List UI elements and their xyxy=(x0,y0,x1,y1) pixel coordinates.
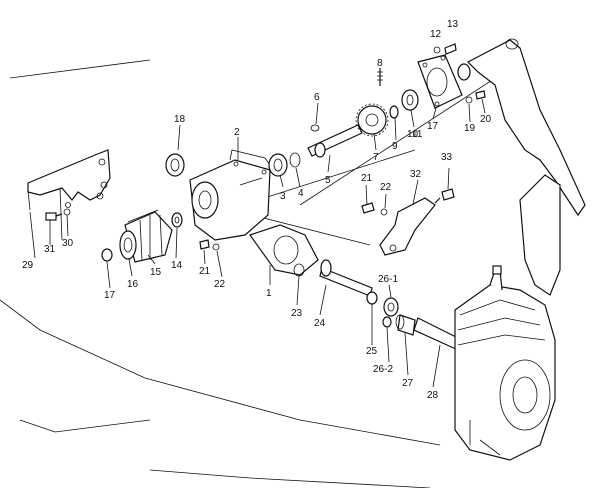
label-part-29: 29 xyxy=(22,260,34,271)
bearing-part-10 xyxy=(401,89,419,111)
label-part-27: 27 xyxy=(402,378,414,389)
bolt-part-33 xyxy=(434,188,455,204)
seal-part-18 xyxy=(165,153,185,177)
label-part-22-bottom: 22 xyxy=(214,279,226,290)
label-part-12: 12 xyxy=(430,29,442,40)
bolt-part-31 xyxy=(45,212,63,221)
label-part-14: 14 xyxy=(171,260,183,271)
label-part-3: 3 xyxy=(280,191,286,202)
label-part-32: 32 xyxy=(410,169,422,180)
washer-part-4 xyxy=(289,152,301,168)
washer-part-30 xyxy=(63,202,71,216)
label-part-5: 5 xyxy=(325,175,331,186)
leader-lines xyxy=(29,98,486,388)
label-part-20: 20 xyxy=(480,114,492,125)
shaft-part-24 xyxy=(319,259,373,297)
label-part-15: 15 xyxy=(150,267,162,278)
label-part-11: 11 xyxy=(412,129,423,140)
label-part-31: 31 xyxy=(44,244,56,255)
label-part-7: 7 xyxy=(373,152,379,163)
washer-part-22-top xyxy=(380,208,388,216)
gasket-part-1 xyxy=(249,224,319,276)
label-part-24: 24 xyxy=(314,318,326,329)
washer-part-9 xyxy=(389,105,399,119)
bolt-part-21-top xyxy=(361,202,375,214)
label-part-22-top: 22 xyxy=(380,182,392,193)
engine-assembly xyxy=(454,265,556,461)
label-part-17-left: 17 xyxy=(104,290,116,301)
clutch-shoe-part-16 xyxy=(119,230,137,260)
label-part-26-1: 26-1 xyxy=(378,274,398,285)
label-part-19: 19 xyxy=(464,123,476,134)
lever-part-32 xyxy=(379,197,436,256)
gear-case-part-2 xyxy=(189,149,276,241)
pin-part-8 xyxy=(377,68,383,86)
label-part-25: 25 xyxy=(366,346,378,357)
nut-part-17-left xyxy=(101,248,113,262)
label-part-18: 18 xyxy=(174,114,186,125)
label-part-21-top: 21 xyxy=(361,173,373,184)
bolt-part-13 xyxy=(444,43,457,55)
seal-part-26-2 xyxy=(382,316,392,328)
label-part-28: 28 xyxy=(427,390,439,401)
bearing-part-26-1 xyxy=(383,297,399,317)
label-part-26-2: 26-2 xyxy=(373,364,393,375)
bracket-part-29 xyxy=(27,149,111,241)
washer-part-14 xyxy=(171,212,183,228)
label-part-21-bottom: 21 xyxy=(199,266,211,277)
handle-tube xyxy=(466,38,586,296)
guide-lines xyxy=(0,59,521,488)
label-part-17-right: 17 xyxy=(427,121,439,132)
label-part-8: 8 xyxy=(377,58,383,69)
shaft-part-5 xyxy=(307,124,363,158)
label-part-10: 10 xyxy=(407,129,419,140)
bolt-part-21-bottom xyxy=(199,239,210,250)
bushing-part-27 xyxy=(395,314,416,336)
gear-part-7 xyxy=(355,103,389,137)
label-part-33: 33 xyxy=(441,152,453,163)
label-part-2: 2 xyxy=(234,127,240,138)
label-part-30: 30 xyxy=(62,238,74,249)
label-part-1: 1 xyxy=(266,288,272,299)
bearing-part-3 xyxy=(268,153,288,177)
seal-right xyxy=(457,63,471,81)
label-part-23: 23 xyxy=(291,308,303,319)
label-part-4: 4 xyxy=(298,188,304,199)
washer-part-19 xyxy=(465,96,473,104)
washer-part-25 xyxy=(366,291,378,305)
label-part-6: 6 xyxy=(314,92,320,103)
label-part-9: 9 xyxy=(392,141,398,152)
bolt-part-20 xyxy=(475,90,486,100)
part-number-labels: 1 2 3 4 5 6 7 8 9 10 11 12 13 14 15 16 1… xyxy=(22,19,492,401)
key-part-6 xyxy=(310,124,320,132)
cover-part-11 xyxy=(417,54,463,109)
label-part-16: 16 xyxy=(127,279,139,290)
label-part-13: 13 xyxy=(447,19,459,30)
bolt-part-12 xyxy=(433,46,441,54)
washer-part-22-bottom xyxy=(212,243,220,251)
